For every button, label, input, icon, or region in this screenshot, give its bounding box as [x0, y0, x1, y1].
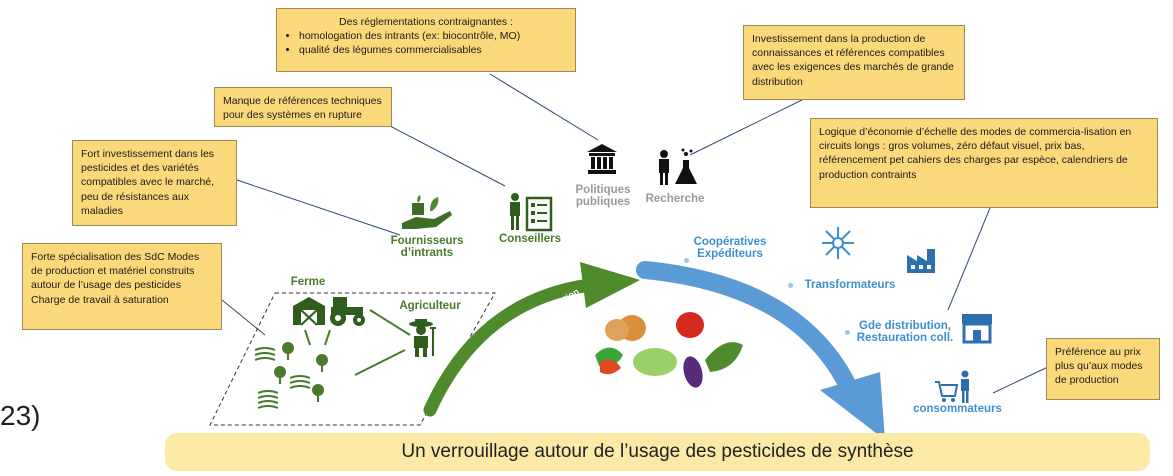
- line-research-researcher: [689, 97, 807, 156]
- retail-bullet: [845, 330, 850, 335]
- label-retail: Gde distribution, Restauration coll.: [856, 320, 954, 344]
- note-suppliers: Fort investissement dans les pesticides …: [72, 140, 237, 226]
- label-consumers: consommateurs: [913, 403, 1002, 415]
- note-regulations-item: homologation des intrants (ex: biocontrô…: [299, 29, 567, 43]
- label-farmer: Agriculteur: [399, 300, 461, 312]
- arrow-farmer-field: [354, 349, 406, 376]
- label-advisors: Conseillers: [499, 233, 561, 245]
- label-research: Recherche: [645, 193, 705, 205]
- label-processors: Transformateurs: [804, 279, 896, 291]
- label-policy: Politiques publiques: [575, 184, 631, 208]
- distribution-hub-icon: [822, 227, 854, 259]
- line-economy-retail: [947, 207, 991, 311]
- line-farm-parcel: [221, 299, 266, 336]
- farmer-icon: [409, 319, 436, 357]
- note-regulations: Des réglementations contraignantes : hom…: [276, 8, 576, 72]
- label-suppliers: Fournisseurs d’intrants: [390, 235, 464, 259]
- note-farm: Forte spécialisation des SdC Modes de pr…: [22, 243, 222, 330]
- factory-icon: [907, 249, 935, 273]
- advisor-icon: [510, 193, 553, 232]
- field-trees-icon: [254, 342, 328, 409]
- processors-bullet: [788, 283, 793, 288]
- cut-off-text: 23): [0, 400, 41, 431]
- note-advice: Manque de références techniques pour des…: [214, 87, 392, 127]
- line-advice-advisors: [389, 125, 506, 187]
- summary-banner: Un verrouillage autour de l’usage des pe…: [165, 433, 1150, 471]
- supplier-hand-icon: [402, 195, 452, 229]
- coops-bullet: [684, 258, 689, 263]
- storefront-icon: [962, 314, 992, 344]
- production-arrow-body: [423, 278, 597, 417]
- line-consumers-consumer: [992, 365, 1051, 394]
- label-farm: Ferme: [290, 276, 326, 288]
- barn-icon: [293, 297, 325, 326]
- note-regulations-heading: Des réglementations contraignantes :: [339, 16, 513, 28]
- note-research: Investissement dans la production de con…: [743, 25, 965, 100]
- arrow-barn-field: [304, 329, 311, 346]
- line-regulations-policy: [489, 73, 599, 141]
- shopping-consumer-icon: [935, 370, 969, 403]
- note-regulations-item: qualité des légumes commercialisables: [299, 43, 567, 57]
- vegetables-icon: [595, 312, 743, 388]
- marketing-arrow-head: [820, 372, 885, 440]
- tractor-icon: [330, 297, 365, 326]
- line-suppliers-supplier: [236, 179, 401, 236]
- note-consumers: Préférence au prix plus qu’aux modes de …: [1046, 338, 1160, 400]
- note-regulations-list: homologation des intrants (ex: biocontrô…: [285, 29, 567, 57]
- arrow-farmer-tractor: [369, 309, 411, 336]
- researcher-icon: [659, 148, 697, 185]
- farm-outline: [209, 292, 496, 426]
- label-coops: Coopératives Expéditeurs: [693, 236, 767, 260]
- institution-icon: [587, 144, 617, 174]
- marketing-arrow-body: [636, 261, 859, 399]
- production-arrow-head: [580, 262, 640, 308]
- note-economy: Logique d’économie d’échelle des modes d…: [810, 118, 1158, 208]
- arrow-tractor-field: [324, 329, 331, 346]
